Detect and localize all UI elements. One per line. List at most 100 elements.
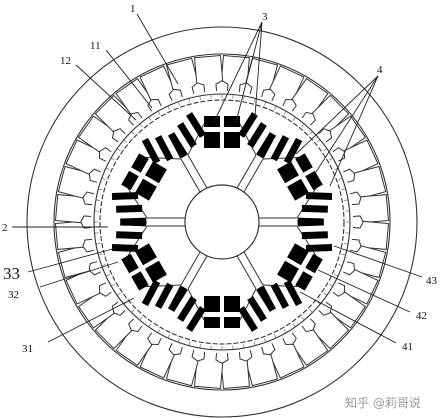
label-32: 32 [8, 289, 19, 301]
magnet-bar [120, 217, 147, 226]
magnet-bar [111, 192, 139, 200]
stator-slot [165, 346, 199, 387]
bore-tick [95, 243, 100, 245]
magnet-bar [256, 286, 276, 312]
bore-tick [105, 274, 110, 277]
stator-outer-ring [26, 26, 418, 418]
bore-tick [264, 338, 267, 343]
magnet-block [295, 153, 313, 173]
magnet-block [204, 116, 220, 127]
bore-tick [101, 264, 106, 267]
stator-slot [77, 115, 119, 153]
bore-tick [131, 131, 135, 135]
magnet-bar [270, 282, 290, 309]
label-41: 41 [402, 341, 413, 353]
magnet-block [287, 178, 309, 201]
bore-tick [199, 95, 201, 100]
bore-tick [116, 292, 121, 296]
stator-slot [57, 165, 98, 199]
bore-tick [341, 188, 346, 191]
bore-tick [253, 341, 256, 346]
bore-tick [243, 344, 245, 349]
bore-tick [309, 131, 313, 135]
bore-tick [101, 177, 106, 180]
watermark: 知乎 @莉哥说 [345, 395, 421, 410]
magnet-block [121, 170, 139, 191]
bore-tick [301, 123, 305, 128]
stator-slot [245, 57, 279, 98]
bore-tick [177, 338, 180, 343]
magnet-block [135, 243, 157, 266]
bore-tick [139, 316, 143, 321]
stator-slot [291, 325, 329, 367]
stator-slot [139, 337, 175, 379]
stator-slot [351, 194, 390, 224]
magnet-bar [301, 231, 328, 240]
label-33: 33 [3, 264, 20, 283]
bore-tick [110, 283, 115, 287]
bore-tick [323, 292, 328, 296]
magnet-block [305, 253, 323, 274]
stator-slot [337, 139, 379, 175]
label-43: 43 [426, 275, 438, 287]
bore-tick [316, 139, 321, 143]
magnet-bar [186, 306, 206, 332]
magnet-bar [305, 244, 333, 252]
magnet-block [277, 161, 299, 184]
rotor-outer-ring [99, 99, 345, 345]
bore-tick [341, 253, 346, 256]
stator-slot [245, 346, 279, 387]
bore-tick [309, 309, 313, 313]
bore-tick [253, 98, 256, 103]
magnet-bar [168, 132, 187, 159]
stator-slot [337, 269, 379, 305]
stator-slot [65, 139, 107, 175]
magnet-block [145, 161, 167, 184]
magnet-bar [116, 231, 143, 240]
bore-tick [188, 341, 191, 346]
bore-tick [98, 253, 103, 256]
bore-tick [292, 323, 296, 328]
rotor-spoke [259, 181, 321, 263]
stator-slot [269, 337, 305, 379]
magnet-bar [238, 306, 258, 332]
bore-tick [98, 188, 103, 191]
magnet-block [131, 153, 149, 173]
magnet-block [224, 317, 240, 328]
magnet-bar [141, 137, 161, 165]
rotor-magnets [111, 112, 333, 332]
stator-slot [346, 165, 387, 199]
bore-tick [116, 148, 121, 152]
bore-tick [167, 105, 170, 110]
magnet-block [224, 116, 240, 127]
label-42: 42 [416, 310, 427, 322]
magnet-bar [186, 112, 206, 138]
magnet-bar [257, 132, 276, 159]
magnet-bar [247, 122, 267, 148]
magnet-bar [154, 135, 174, 162]
bore-tick [95, 199, 100, 201]
stator-slot [139, 65, 175, 107]
label-3: 3 [262, 11, 268, 23]
bore-tick [344, 199, 349, 201]
magnet-bar [154, 282, 174, 309]
stator-yoke-ring [53, 53, 391, 391]
magnet-block [224, 296, 240, 312]
magnet-block [305, 170, 323, 191]
stator-slot [325, 291, 367, 329]
bore-tick [188, 98, 191, 103]
bore-tick [110, 157, 115, 161]
label-1: 1 [130, 3, 136, 15]
magnet-bar [305, 192, 333, 200]
magnet-block [121, 253, 139, 274]
bore-tick [105, 167, 110, 170]
stator-slot [325, 115, 367, 153]
bore-tick [323, 148, 328, 152]
magnet-block [287, 243, 309, 266]
bore-tick [301, 316, 305, 321]
magnet-block [131, 271, 149, 291]
label-4: 4 [377, 64, 383, 76]
stator-slot [165, 57, 199, 98]
magnet-bar [177, 122, 197, 148]
stator-slot [115, 77, 153, 119]
